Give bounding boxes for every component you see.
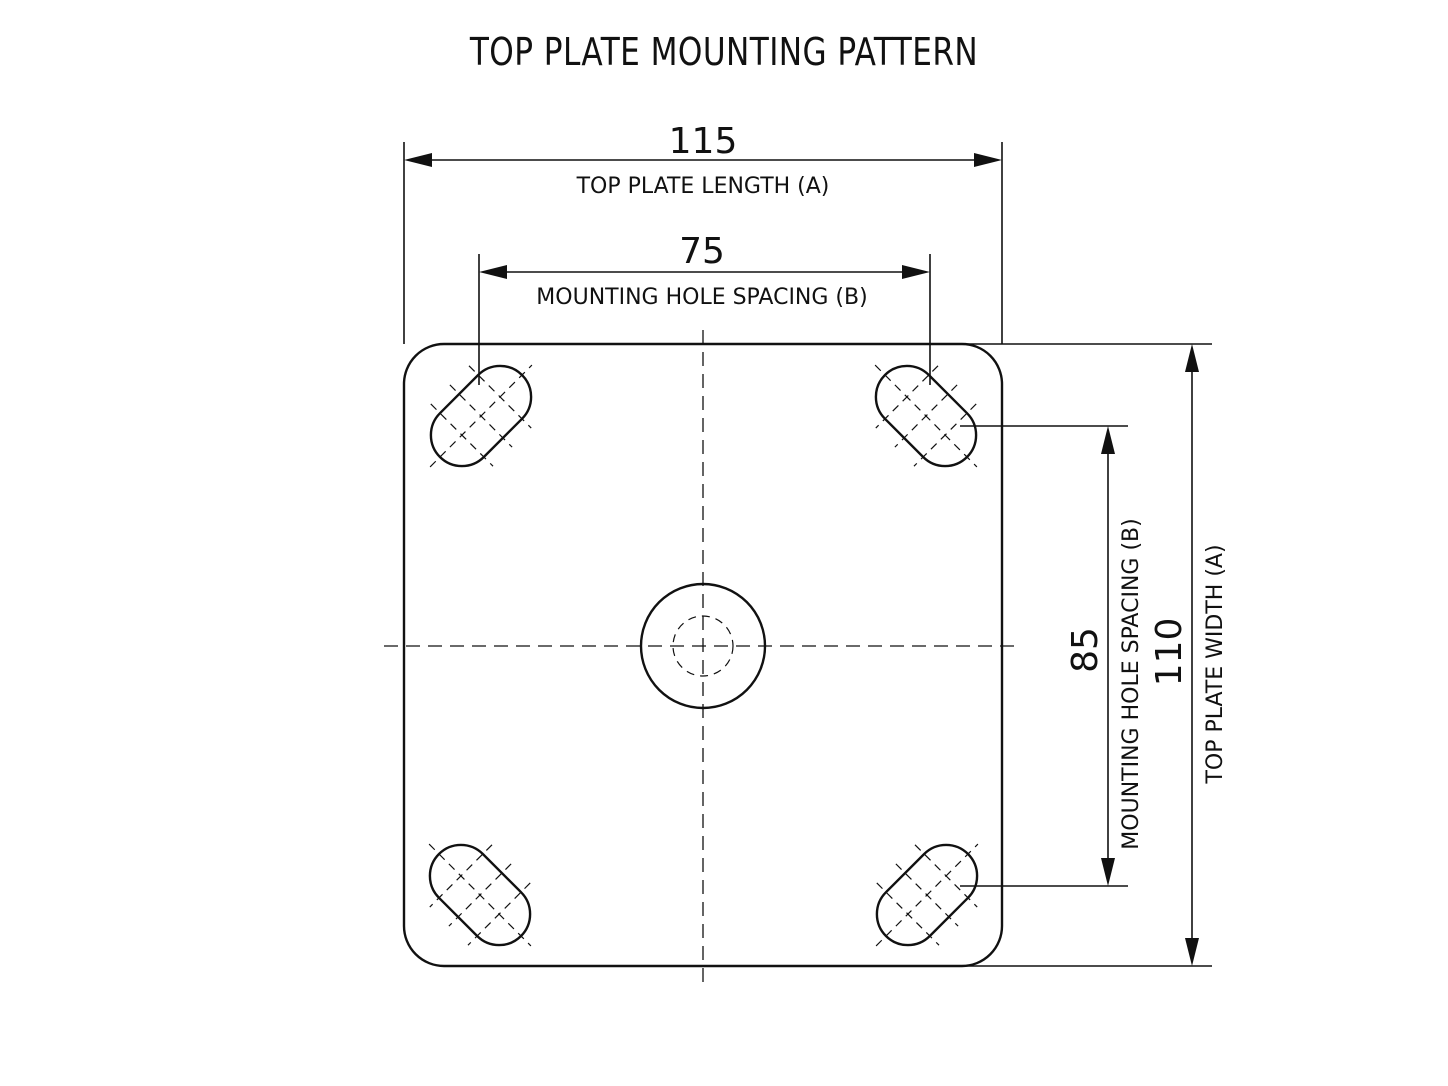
mounting-hole-bottom-right bbox=[875, 843, 979, 947]
dimension-width: 110 TOP PLATE WIDTH (A) bbox=[962, 343, 1228, 967]
mounting-hole-top-left bbox=[429, 364, 533, 468]
dimension-hole-spacing-y-value: 85 bbox=[1065, 627, 1106, 673]
dimension-hole-spacing-y: 85 MOUNTING HOLE SPACING (B) bbox=[960, 425, 1144, 887]
dimension-length: 115 TOP PLATE LENGTH (A) bbox=[403, 121, 1003, 344]
mounting-hole-top-right bbox=[874, 364, 978, 468]
top-plate-outline bbox=[402, 342, 1004, 968]
center-boss-outer bbox=[639, 582, 767, 710]
dimension-hole-spacing-x-value: 75 bbox=[679, 231, 725, 272]
dimension-hole-spacing-x-label: MOUNTING HOLE SPACING (B) bbox=[536, 285, 867, 310]
dimension-hole-spacing-x: 75 MOUNTING HOLE SPACING (B) bbox=[478, 231, 931, 385]
dimension-width-label: TOP PLATE WIDTH (A) bbox=[1203, 544, 1228, 784]
dimension-length-label: TOP PLATE LENGTH (A) bbox=[576, 174, 830, 199]
mounting-hole-bottom-left bbox=[428, 843, 532, 947]
dimension-hole-spacing-y-label: MOUNTING HOLE SPACING (B) bbox=[1119, 518, 1144, 849]
dimension-width-value: 110 bbox=[1149, 618, 1190, 687]
dimension-length-value: 115 bbox=[669, 121, 738, 162]
page-title: TOP PLATE MOUNTING PATTERN bbox=[469, 30, 979, 74]
center-boss-inner bbox=[672, 615, 734, 677]
